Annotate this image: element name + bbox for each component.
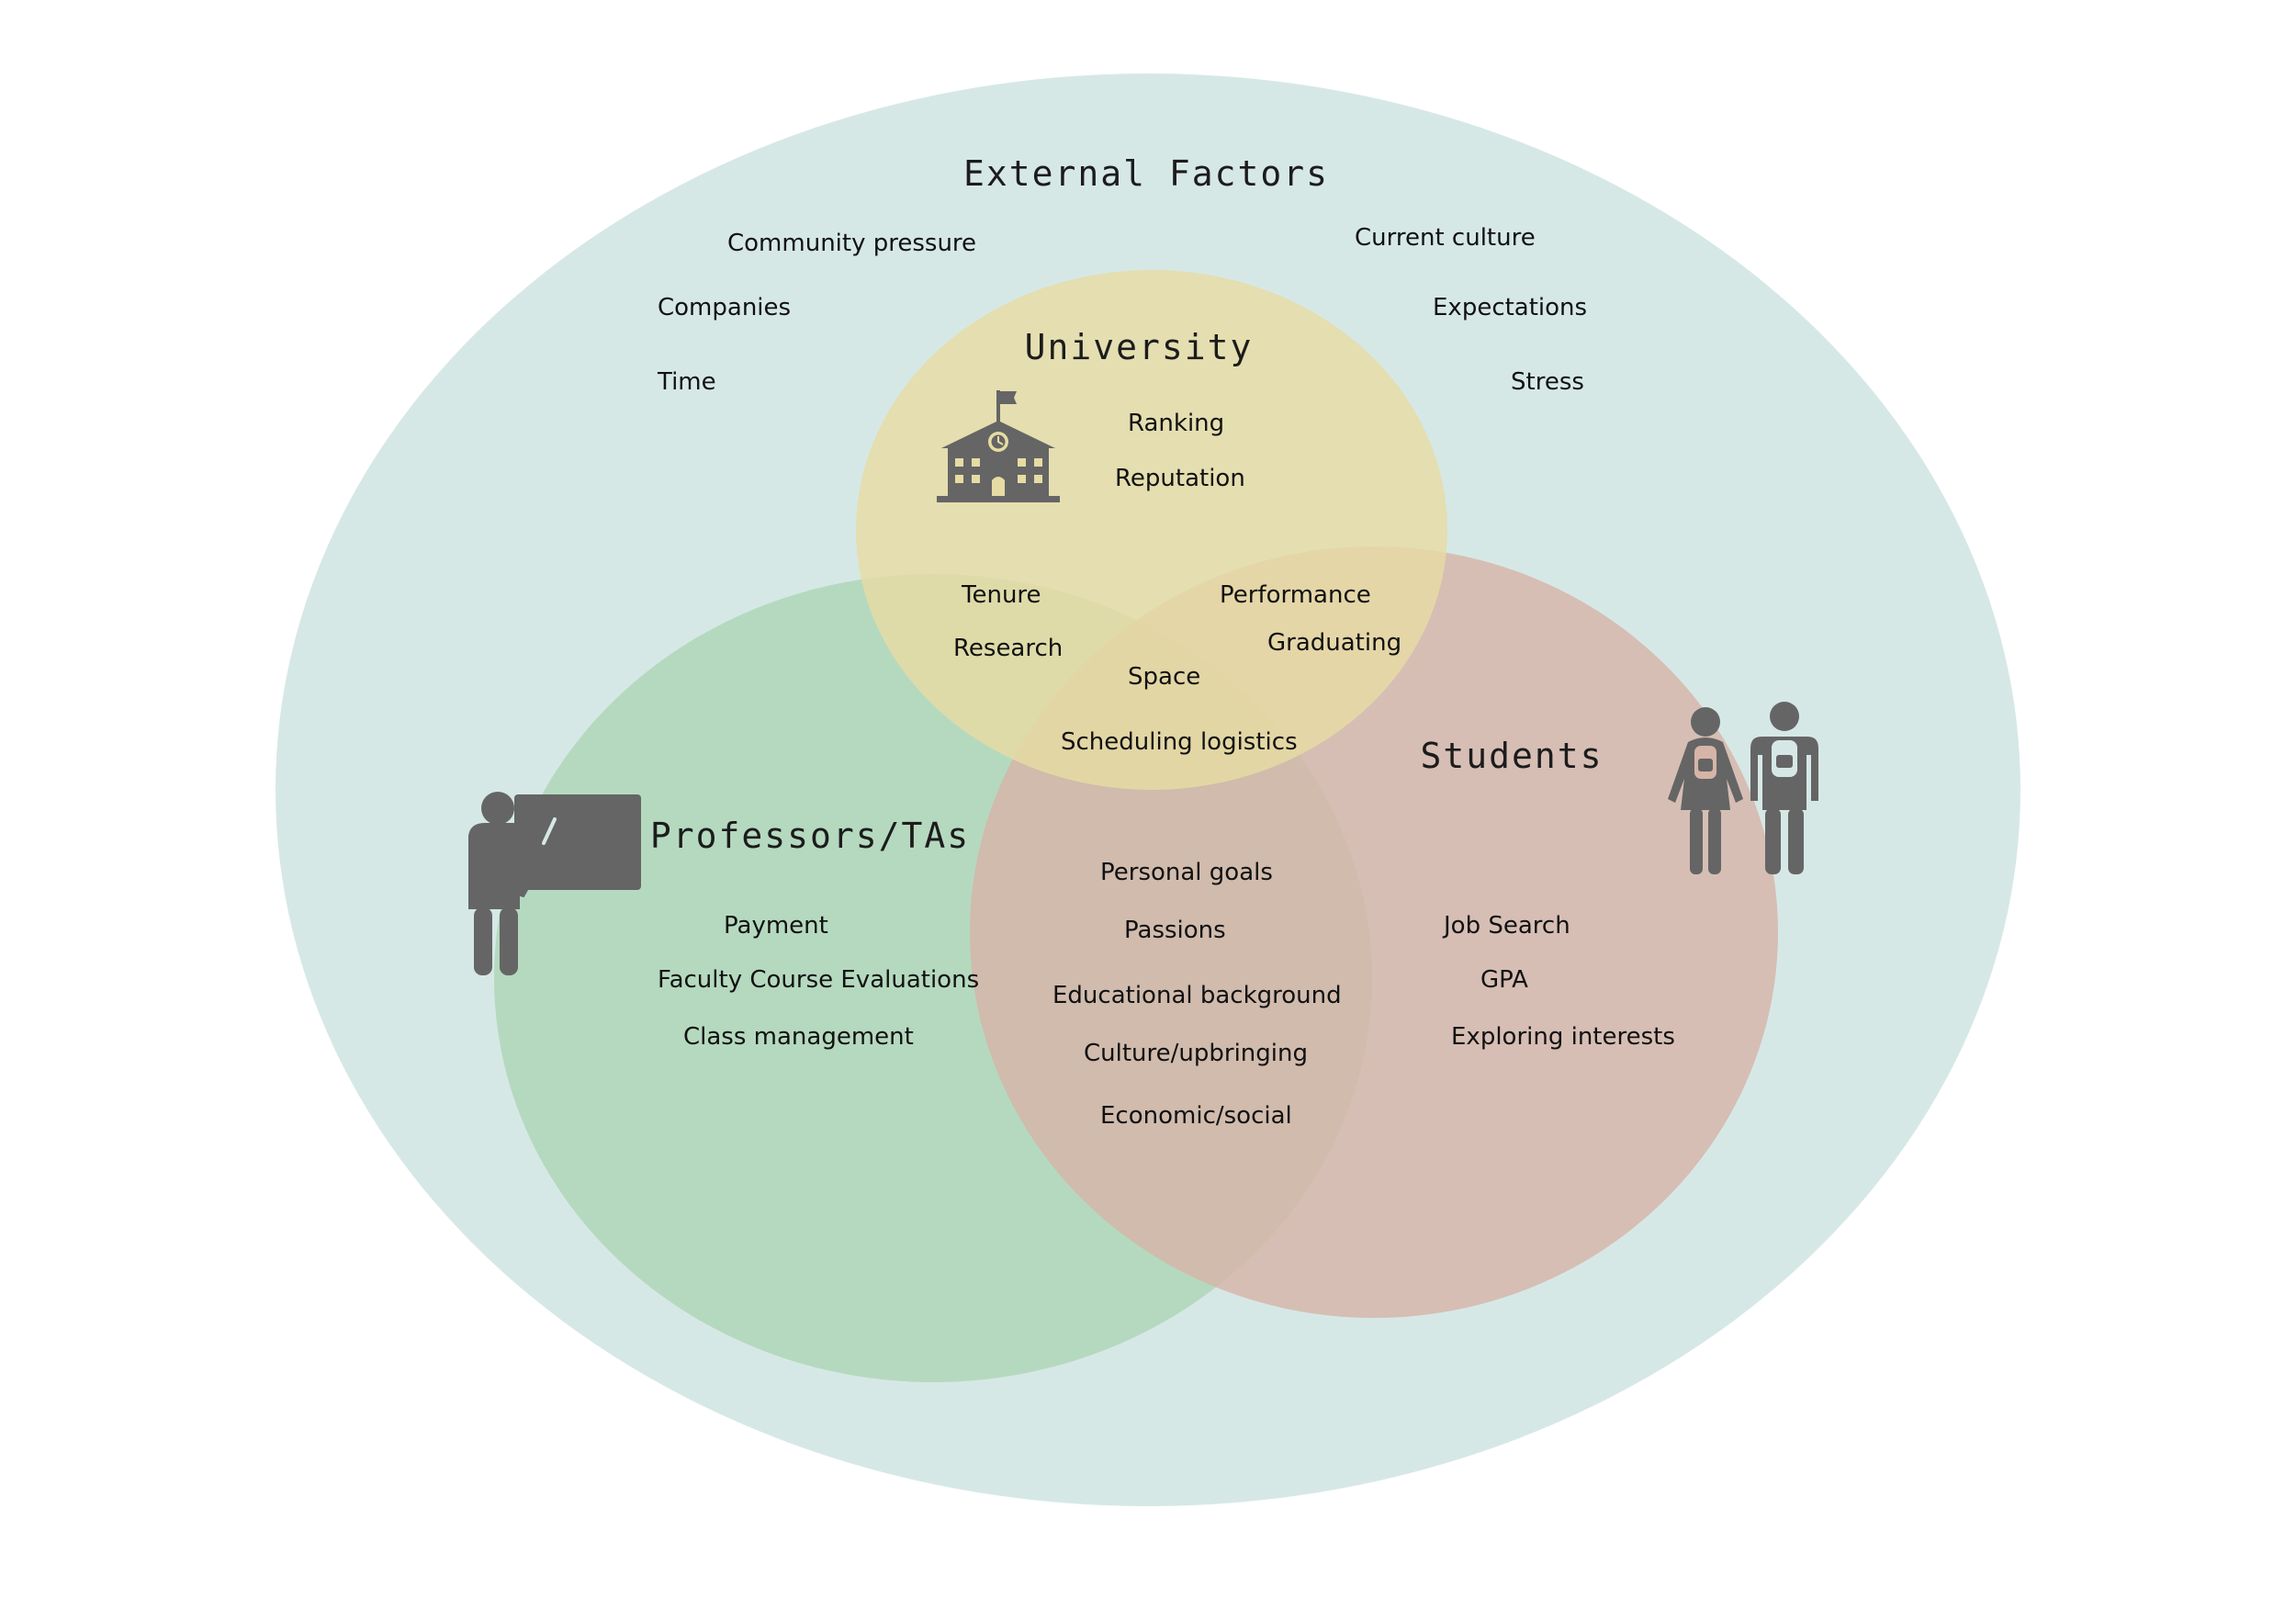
teacher-at-blackboard-icon xyxy=(468,792,641,975)
students-factor: Exploring interests xyxy=(1451,1023,1675,1051)
professors-factor: Class management xyxy=(683,1023,914,1051)
students-factor: Job Search xyxy=(1442,912,1570,940)
external-factor: Companies xyxy=(658,294,791,321)
external-factor: Time xyxy=(657,368,716,396)
external-factor: Expectations xyxy=(1433,294,1587,321)
university-students-factor: Graduating xyxy=(1267,629,1401,657)
university-factor: Ranking xyxy=(1128,410,1224,437)
students-factor: GPA xyxy=(1480,966,1528,994)
university-professors-factor: Tenure xyxy=(961,581,1041,609)
university-professors-factor: Research xyxy=(953,635,1063,662)
school-building-icon xyxy=(937,390,1060,502)
external-factor: Current culture xyxy=(1355,224,1536,252)
professors-students-factor: Personal goals xyxy=(1100,859,1273,886)
external-factor: Community pressure xyxy=(727,230,976,257)
professors-students-factor: Educational background xyxy=(1052,982,1342,1009)
shared-factor: Space xyxy=(1128,663,1200,691)
professors-students-factor: Economic/social xyxy=(1100,1102,1292,1130)
professors-students-factor: Culture/upbringing xyxy=(1084,1040,1308,1067)
professors-title: Professors/TAs xyxy=(650,816,970,856)
professors-factor: Faculty Course Evaluations xyxy=(658,966,979,994)
professors-factor: Payment xyxy=(724,912,828,940)
external-factor: Stress xyxy=(1511,368,1584,396)
professors-students-factor: Passions xyxy=(1124,917,1226,944)
students-title: Students xyxy=(1420,736,1603,776)
students-with-backpacks-icon xyxy=(1668,702,1818,874)
university-title: University xyxy=(1025,327,1254,367)
university-students-factor: Performance xyxy=(1220,581,1371,609)
external-factors-title: External Factors xyxy=(963,153,1329,194)
shared-factor: Scheduling logistics xyxy=(1061,728,1298,756)
university-factor: Reputation xyxy=(1115,465,1245,492)
